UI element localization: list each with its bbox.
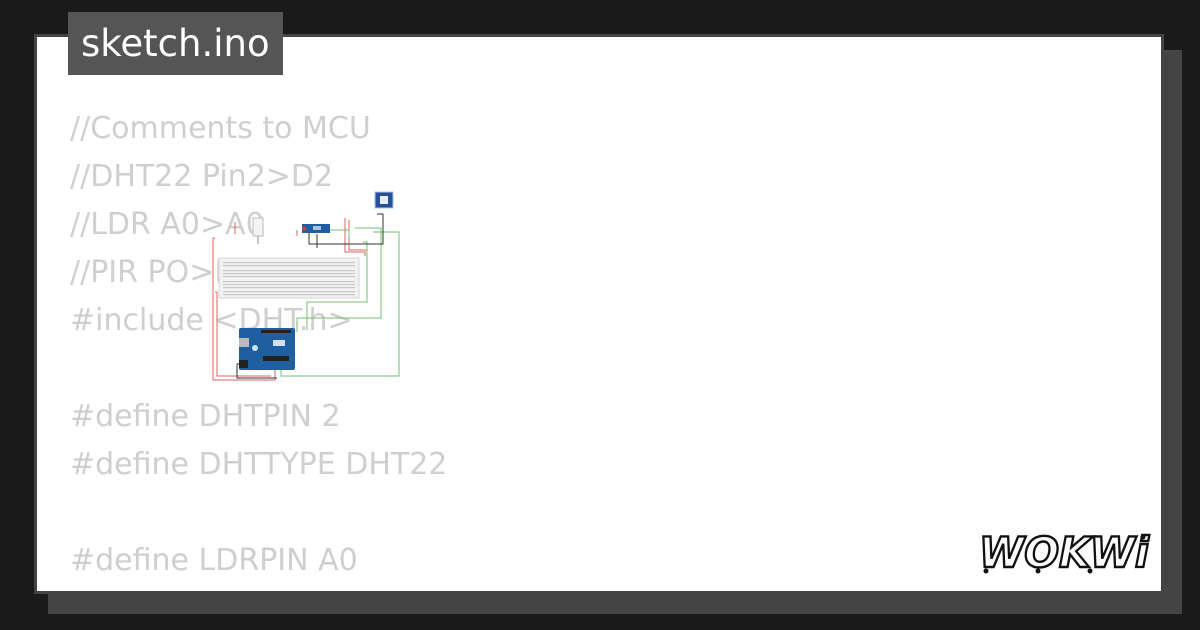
ldr-module bbox=[302, 224, 330, 233]
code-line-1: //Comments to MCU bbox=[70, 111, 371, 146]
code-line-9 bbox=[70, 489, 447, 537]
arduino-uno bbox=[239, 328, 295, 370]
code-line-3: //LDR A0>A0 bbox=[70, 207, 265, 242]
wokwi-logo-text: WOKWi bbox=[979, 529, 1150, 577]
preview-card: //Comments to MCU //DHT22 Pin2>D2 //LDR … bbox=[34, 34, 1164, 594]
logo-dot-4 bbox=[1140, 534, 1146, 540]
pir-sensor bbox=[374, 191, 394, 209]
breadboard bbox=[218, 257, 360, 299]
wokwi-logo: WOKWi bbox=[979, 529, 1151, 577]
wires-dark bbox=[236, 213, 384, 379]
code-preview: //Comments to MCU //DHT22 Pin2>D2 //LDR … bbox=[70, 105, 447, 585]
code-line-2: //DHT22 Pin2>D2 bbox=[70, 159, 334, 194]
logo-dot-2 bbox=[1035, 568, 1041, 574]
dht22-sensor bbox=[252, 217, 264, 244]
code-line-8: #define DHTTYPE DHT22 bbox=[70, 447, 448, 482]
code-line-10: #define LDRPIN A0 bbox=[70, 543, 358, 578]
code-line-7: #define DHTPIN 2 bbox=[70, 399, 341, 434]
wires-green bbox=[280, 227, 400, 377]
logo-dot-3 bbox=[1087, 568, 1093, 574]
circuit-diagram bbox=[212, 191, 400, 381]
file-tab[interactable]: sketch.ino bbox=[68, 12, 283, 75]
logo-dot-1 bbox=[983, 568, 989, 574]
